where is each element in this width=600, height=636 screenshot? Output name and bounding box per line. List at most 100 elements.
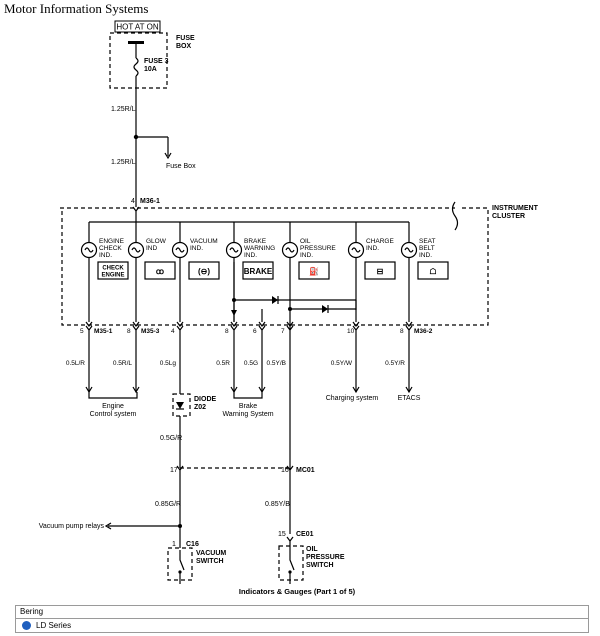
diode-arrow-1 — [272, 296, 278, 304]
vacuum-switch-label-1: VACUUM — [196, 550, 226, 557]
dest-engine-control-1: Engine — [102, 403, 124, 410]
vacuum-pump-relays: Vacuum pump relays — [39, 523, 105, 530]
indicator-panel-text: ꝏ — [156, 267, 164, 276]
bottom-pin-5: 70.5Y/B — [266, 321, 294, 367]
fuse-box-label-1: FUSE — [176, 35, 195, 42]
indicator-label: IND. — [244, 252, 257, 259]
bottom-pin-1: 8 M35-3 0.5R/L — [113, 321, 160, 394]
indicator-panel-text: (⊖) — [198, 267, 210, 276]
pin-wire-color: 0.5Lg — [160, 360, 177, 367]
dest-brake-2: Warning System — [222, 411, 273, 418]
indicator-label: CHECK — [99, 245, 122, 252]
pin-number: 5 — [80, 328, 84, 335]
page-title: Motor Information Systems — [4, 1, 149, 16]
footer-bar: Bering LD Series — [15, 605, 589, 633]
oil-switch-label-1: OIL — [306, 546, 318, 553]
wiring-diagram: HOT AT ON FUSE BOX FUSE 3 10A 1.25R/L Fu… — [39, 20, 539, 596]
indicator-panel — [188, 261, 220, 280]
indicator-panel — [144, 261, 176, 280]
wire-085gr: 0.85G/R — [155, 501, 181, 508]
hot-label-box — [114, 20, 161, 33]
instrument-cluster-frame — [60, 207, 489, 326]
indicator-panel-text: ☖ — [429, 267, 436, 276]
footer-series-row[interactable]: LD Series — [16, 619, 588, 632]
pin-number: 6 — [253, 328, 257, 335]
indicator-group: ENGINECHECKIND.CHECKENGINEGLOWINDꝏVACUUM… — [80, 222, 449, 322]
pin-wire-color: 0.5R — [216, 360, 230, 367]
pin-ce01: 15 — [278, 531, 286, 538]
indicator-label: BRAKE — [244, 238, 267, 245]
pin-wire-color: 0.5Y/R — [385, 360, 405, 367]
oil-switch-label-2: PRESSURE — [306, 554, 345, 561]
indicator-panel-text: ENGINE — [101, 273, 124, 279]
pin-wire-color: 0.5L/R — [66, 360, 85, 367]
wire-085yb: 0.85Y/B — [265, 501, 290, 508]
bottom-pin-0: 5 M35-1 0.5L/R — [66, 321, 113, 394]
indicator-panel-text: ⊟ — [377, 267, 384, 276]
pin-wire-color: 0.5G — [244, 360, 258, 367]
indicator-label: ENGINE — [99, 238, 125, 245]
indicator-label: SEAT — [419, 238, 436, 245]
bus-bar — [128, 41, 144, 44]
indicator-label: BELT — [419, 245, 435, 252]
pin-wire-color: 0.5Y/W — [331, 360, 353, 367]
pin-16: 16 — [281, 467, 289, 474]
indicator-label: IND. — [419, 252, 432, 259]
oil-switch-label-3: SWITCH — [306, 562, 334, 569]
indicator-panel — [364, 261, 396, 280]
footer-series[interactable]: LD Series — [36, 621, 72, 630]
connector-ce01: CE01 — [296, 531, 314, 538]
indicator-label: OIL — [300, 238, 311, 245]
series-dot-icon — [22, 621, 31, 630]
indicator-label: CHARGE — [366, 238, 394, 245]
dest-etacs: ETACS — [398, 395, 421, 402]
pin-connector: M35-1 — [94, 328, 113, 335]
fuse-label-2: 10A — [144, 66, 157, 73]
cluster-label-1: INSTRUMENT — [492, 205, 539, 212]
pin-wire-color: 0.5R/L — [113, 360, 133, 367]
pin-connector: M35-3 — [141, 328, 160, 335]
indicator-label: VACUUM — [190, 238, 218, 245]
pin-c16: 1 — [172, 541, 176, 548]
pin-m36-1: 4 — [131, 198, 135, 205]
pin-17: 17 — [170, 467, 178, 474]
pin-number: 8 — [127, 328, 131, 335]
connector-mc01: MC01 — [296, 467, 315, 474]
pin-number: 8 — [400, 328, 404, 335]
to-fusebox-label: Fuse Box — [166, 163, 196, 170]
pin-number: 4 — [171, 328, 175, 335]
indicator-label: IND. — [99, 252, 112, 259]
connector-c16: C16 — [186, 541, 199, 548]
bottom-pin-4: 6 0.5G — [244, 309, 266, 394]
hot-label: HOT AT ON — [116, 23, 158, 32]
diagram-caption: Indicators & Gauges (Part 1 of 5) — [239, 587, 356, 596]
indicator-label: WARNING — [244, 245, 275, 252]
indicator-label: PRESSURE — [300, 245, 336, 252]
indicator-panel — [97, 261, 129, 280]
connector-m36-1: M36-1 — [140, 198, 160, 205]
indicator-label: IND. — [300, 252, 313, 259]
indicator-panel — [298, 261, 330, 280]
vacuum-switch-label-2: SWITCH — [196, 558, 224, 565]
pin-number: 7 — [281, 328, 285, 335]
indicator-panel-text: BRAKE — [244, 267, 273, 276]
fuse-box-frame — [109, 32, 168, 89]
fuse-box-label-2: BOX — [176, 43, 192, 50]
diode-label-2: Z02 — [194, 404, 206, 411]
dest-engine-control-2: Control system — [90, 411, 137, 418]
indicator-panel-text: ⛽ — [309, 266, 319, 276]
bottom-pin-3: 80.5R — [216, 321, 238, 394]
wire-to-fusebox: 1.25R/L — [111, 159, 136, 166]
diode-z02 — [172, 393, 191, 417]
footer-brand: Bering — [16, 606, 588, 619]
bottom-pin-6: 100.5Y/W — [331, 321, 360, 394]
dest-brake-1: Brake — [239, 403, 257, 410]
